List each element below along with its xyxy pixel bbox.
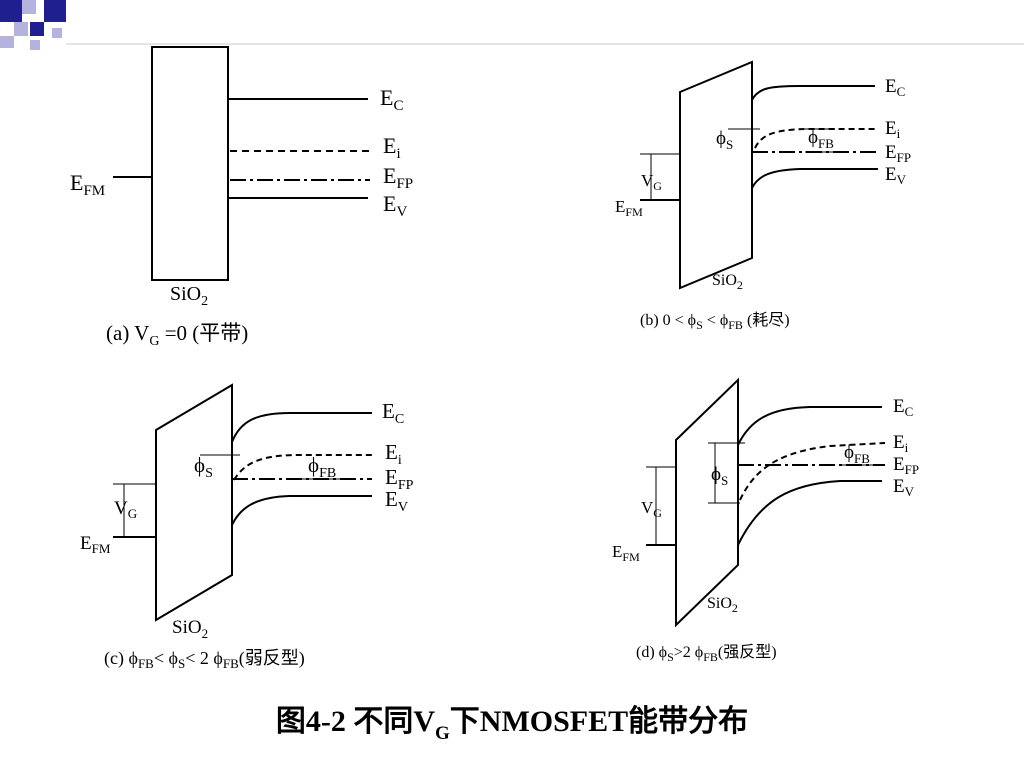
slide-decoration [0, 0, 1024, 50]
panel-b-caption: (b) 0 < ϕS < ϕFB (耗尽) [640, 311, 790, 332]
deco-square-5 [30, 22, 44, 36]
band-diagram-figure: EC Ei EFP EV EFM SiO2 (a) VG =0 (平带) EC … [70, 46, 919, 671]
oxide-box [151, 46, 229, 281]
ec-label: EC [893, 396, 913, 419]
ec-label: EC [885, 76, 905, 99]
panel-a: EC Ei EFP EV EFM SiO2 (a) VG =0 (平带) [70, 46, 413, 349]
ev-label: EV [893, 476, 915, 499]
oxide-label: SiO2 [170, 283, 208, 309]
ev-label: EV [385, 487, 408, 515]
ei-label: Ei [893, 432, 909, 455]
conduction-band-curve [737, 406, 882, 446]
valence-band-curve [751, 168, 878, 189]
conduction-band-curve [751, 85, 875, 101]
ei-label: Ei [885, 118, 901, 141]
deco-square-3 [44, 0, 66, 22]
phi-s-label: ϕS [711, 464, 728, 488]
figure-caption-rest: 下NMOSFET能带分布 [449, 705, 749, 738]
conduction-band-curve [231, 412, 372, 443]
efp-label: EFP [893, 454, 919, 477]
oxide-parallelogram [675, 377, 739, 628]
efp-label: EFP [385, 465, 414, 493]
phi-fb-label: ϕFB [308, 453, 336, 481]
ec-label: EC [380, 85, 403, 114]
deco-square-7 [30, 40, 40, 50]
oxide-label: SiO2 [707, 595, 738, 615]
vg-label: VG [114, 498, 137, 521]
panel-c-caption: (c) ϕFB< ϕS< 2 ϕFB(弱反型) [104, 648, 305, 671]
intrinsic-level-curve [739, 442, 886, 501]
vg-label: VG [641, 171, 662, 193]
ec-label: EC [382, 399, 404, 427]
panel-d-caption: (d) ϕS>2 ϕFB(强反型) [636, 643, 777, 664]
oxide-label: SiO2 [172, 617, 208, 641]
efm-label: EFM [70, 170, 105, 199]
figure-caption-subscript: G [435, 723, 450, 744]
valence-band-curve [737, 480, 882, 546]
panel-a-caption: (a) VG =0 (平带) [106, 321, 248, 349]
deco-header-bar [66, 0, 1024, 44]
deco-square-8 [52, 28, 62, 38]
valence-band-curve [231, 495, 372, 526]
panel-b: EC Ei EFP EV ϕS ϕFB VG EFM SiO2 (b) 0 < … [615, 60, 911, 332]
deco-square-4 [14, 22, 28, 36]
deco-square-2 [22, 0, 36, 14]
deco-square-1 [0, 0, 22, 22]
intrinsic-level-curve [754, 128, 878, 149]
efm-label: EFM [615, 197, 643, 219]
efp-label: EFP [383, 163, 413, 192]
efm-label: EFM [80, 533, 111, 556]
ev-label: EV [383, 191, 407, 220]
ei-label: Ei [383, 133, 401, 162]
vg-label: VG [641, 498, 662, 520]
phi-s-label: ϕS [716, 128, 733, 152]
intrinsic-level-curve [233, 454, 372, 481]
efm-label: EFM [612, 542, 640, 564]
figure-caption: 图4-2 不同VG下NMOSFET能带分布 [0, 696, 1024, 745]
panel-d: EC Ei EFP EV ϕS ϕFB VG EFM SiO2 (d) ϕS>2… [612, 377, 919, 664]
oxide-label: SiO2 [712, 272, 743, 292]
oxide-parallelogram [679, 60, 753, 290]
oxide-parallelogram [155, 383, 233, 622]
efp-label: EFP [885, 142, 911, 165]
ei-label: Ei [385, 440, 402, 468]
deco-square-6 [0, 36, 14, 48]
phi-fb-label: ϕFB [808, 127, 834, 151]
ev-label: EV [885, 164, 907, 187]
panel-c: EC Ei EFP EV ϕS ϕFB VG EFM SiO2 (c) ϕFB<… [80, 383, 414, 671]
phi-s-label: ϕS [194, 453, 213, 481]
phi-fb-label: ϕFB [844, 442, 870, 466]
figure-caption-main: 图4-2 不同V [275, 705, 435, 738]
